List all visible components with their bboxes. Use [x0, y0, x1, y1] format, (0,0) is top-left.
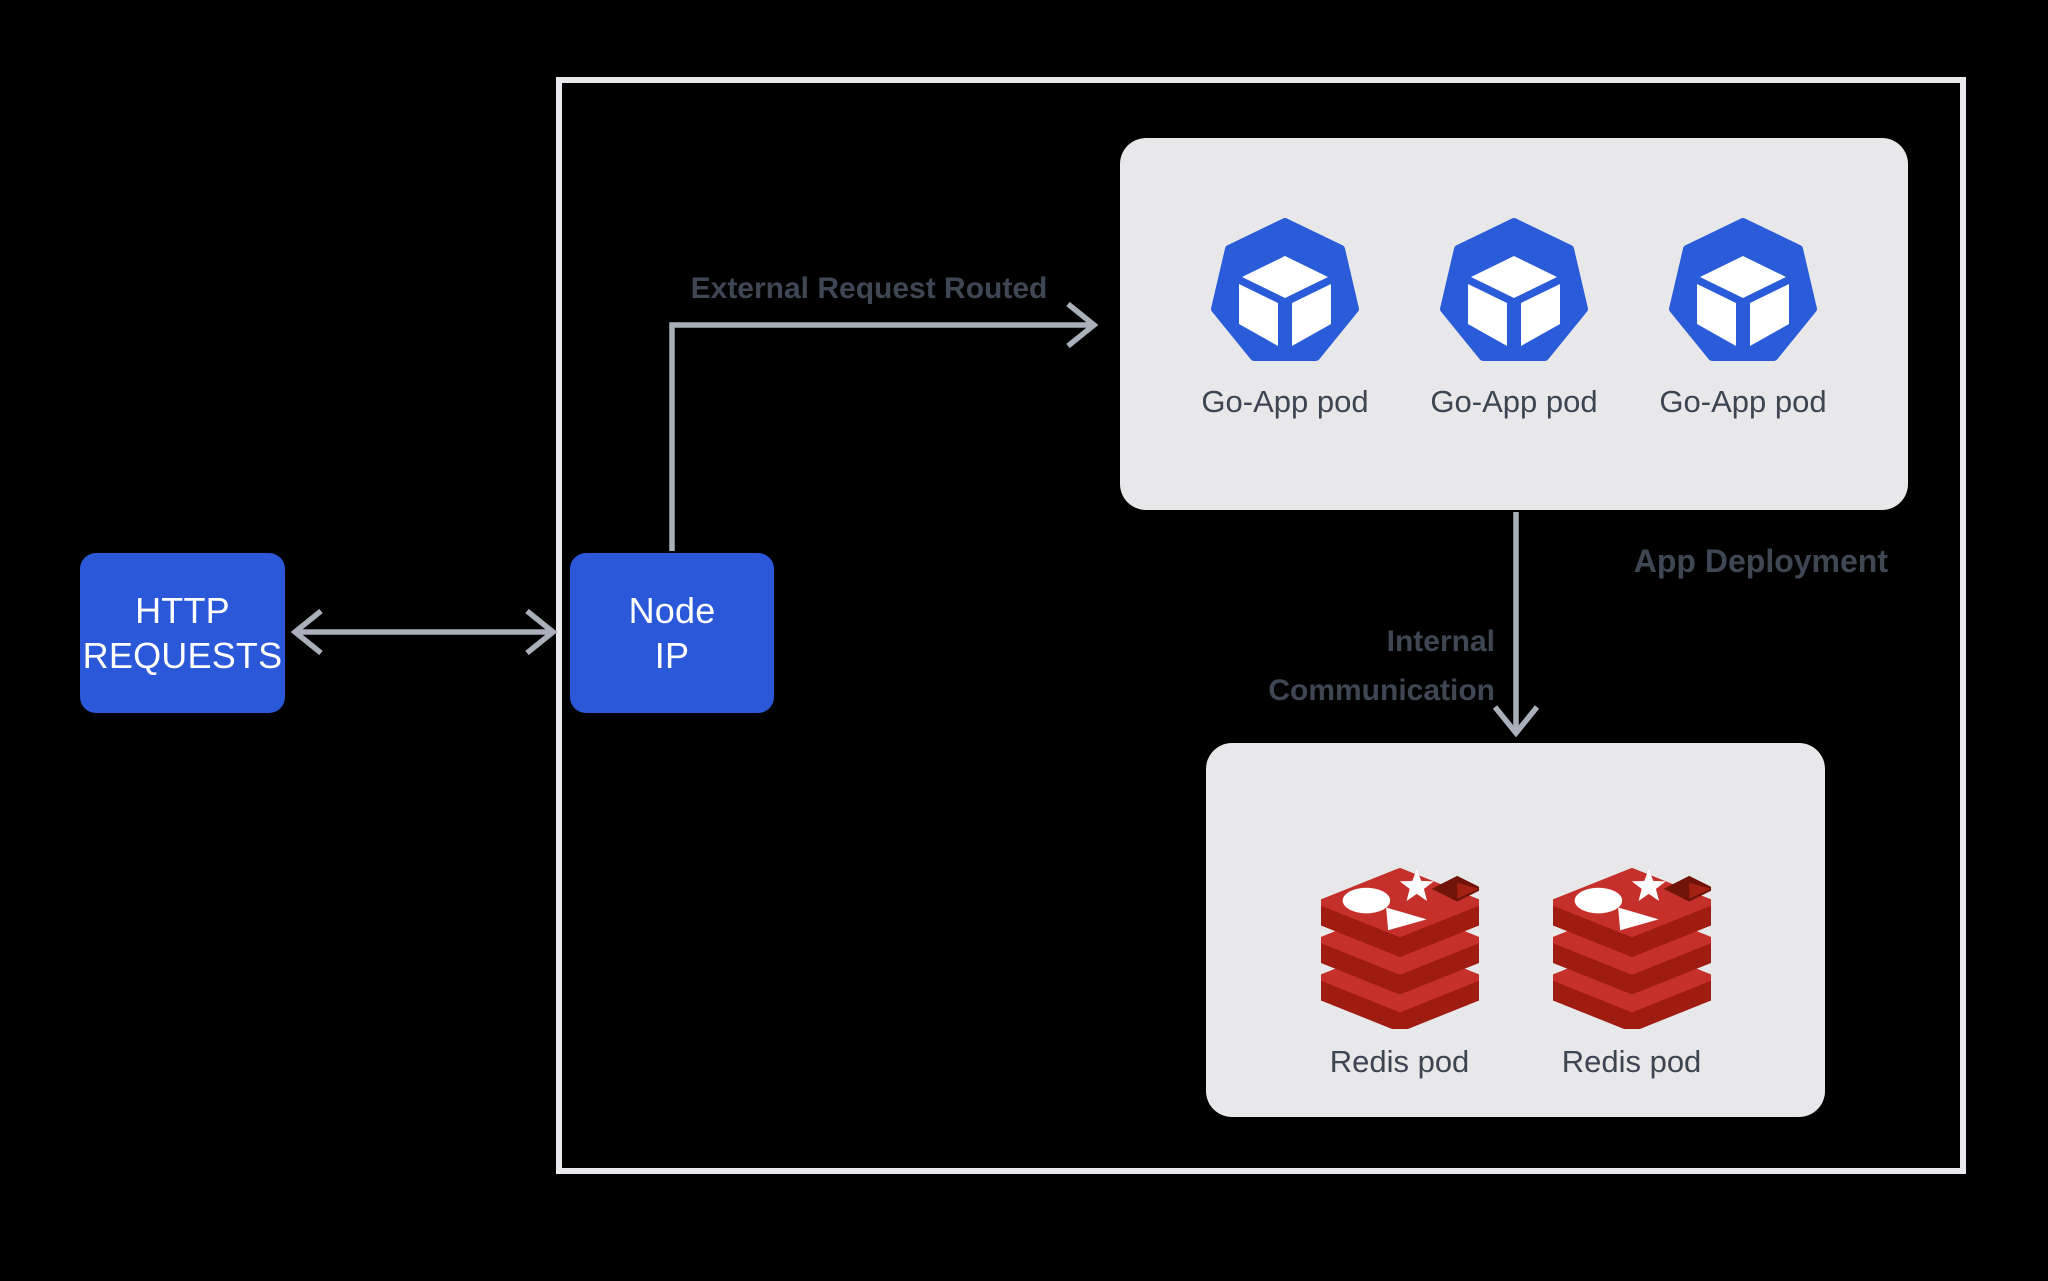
redis-deployment-panel: Redis pod Redis pod	[1206, 743, 1825, 1117]
go-app-pod-item: Go-App pod	[1657, 218, 1829, 420]
app-deployment-panel: Go-App pod Go-App pod Go-App pod	[1120, 138, 1908, 510]
kubernetes-pod-icon	[1440, 218, 1588, 366]
redis-icon	[1321, 863, 1479, 1029]
http-requests-label: HTTP REQUESTS	[82, 590, 283, 676]
arrow-shaft	[669, 322, 1091, 551]
app-deployment-caption: App Deployment	[1633, 543, 1888, 579]
go-app-pod-item: Go-App pod	[1199, 218, 1371, 420]
redis-pod-item: Redis pod	[1320, 863, 1480, 1080]
kubernetes-pod-icon	[1211, 218, 1359, 366]
arrowhead-right	[1066, 301, 1099, 349]
kubernetes-pod-icon	[1669, 218, 1817, 366]
go-app-pod-label: Go-App pod	[1430, 384, 1598, 419]
redis-pod-item: Redis pod	[1552, 863, 1712, 1080]
http-requests-node: HTTP REQUESTS	[80, 553, 285, 713]
internal-communication-label: Internal Communication	[1268, 625, 1495, 707]
redis-pod-label: Redis pod	[1561, 1044, 1702, 1079]
arrowhead-right	[525, 608, 558, 656]
node-ip-node: Node IP	[570, 553, 774, 713]
external-request-arrow	[669, 301, 1099, 551]
arrowhead-left	[290, 608, 323, 656]
redis-pod-label: Redis pod	[1329, 1044, 1470, 1079]
node-ip-label: Node IP	[628, 590, 716, 676]
go-app-pod-label: Go-App pod	[1659, 384, 1827, 419]
http-to-nodeip-arrow	[290, 608, 558, 656]
redis-icon	[1553, 863, 1711, 1029]
go-app-pod-label: Go-App pod	[1201, 384, 1369, 419]
kubernetes-node-boundary	[556, 77, 1966, 1174]
arrowhead-down	[1492, 705, 1540, 738]
go-app-pod-item: Go-App pod	[1428, 218, 1600, 420]
external-request-label: External Request Routed	[690, 272, 1048, 305]
internal-communication-arrow	[1492, 512, 1540, 738]
